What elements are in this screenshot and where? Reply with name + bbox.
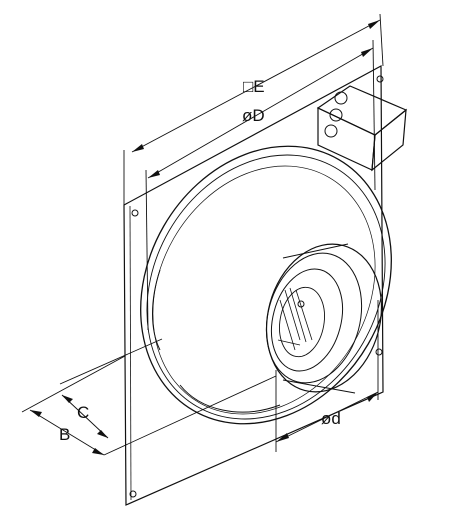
- cable-gland-icon: [334, 91, 348, 105]
- dimension-square-side: □E: [123, 13, 384, 205]
- inlet-diameter-label: ød: [321, 409, 341, 428]
- impeller: [277, 286, 325, 358]
- mounting-hole: [131, 209, 139, 217]
- mounting-hole: [376, 75, 384, 83]
- cable-gland-icon: [324, 124, 338, 138]
- dimension-outer-diameter: øD: [145, 39, 376, 331]
- dimension-b-label: B: [59, 425, 70, 444]
- inlet-spigot: [265, 243, 383, 394]
- dimension-c-label: C: [77, 403, 89, 422]
- dimension-inlet-diameter: ød: [275, 300, 379, 452]
- dimension-depth: C B: [21, 338, 277, 456]
- terminal-box: [316, 85, 408, 172]
- square-side-label: □E: [243, 77, 265, 96]
- fan-housing: [140, 145, 392, 425]
- mounting-hole: [129, 490, 137, 498]
- cable-gland-icon: [329, 108, 343, 122]
- mounting-plate: [123, 64, 384, 506]
- mounting-hole: [375, 348, 383, 356]
- outer-diameter-label: øD: [242, 106, 265, 125]
